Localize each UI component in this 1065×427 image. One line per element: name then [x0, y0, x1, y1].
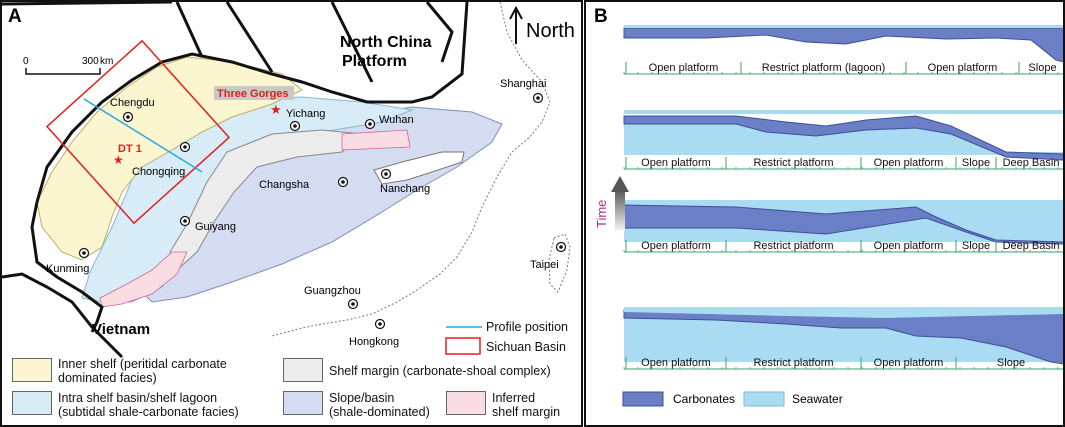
dt1-label: DT 1	[118, 143, 142, 155]
north-china-label-2: Platform	[342, 53, 407, 70]
zone-label: Open platform	[874, 157, 944, 169]
panel-a-label: A	[8, 6, 22, 27]
north-label: North	[526, 20, 575, 42]
zone-label: Restrict platform	[753, 157, 833, 169]
profile-4	[623, 307, 1063, 365]
zone-label: Open platform	[641, 240, 711, 252]
poyang-lake	[373, 151, 465, 185]
zone-labels: Open platform Restrict platform (lagoon) O…	[623, 62, 1063, 370]
legend-carbonates-swatch	[622, 391, 664, 407]
city-taipei: Taipei	[530, 241, 567, 271]
panel-b-label: B	[594, 6, 608, 27]
zone-label: Restrict platform (lagoon)	[762, 62, 886, 74]
scale-zero: 0	[23, 56, 29, 67]
western-boundary	[30, 201, 104, 333]
svg-text:Guangzhou: Guangzhou	[304, 285, 361, 297]
zone-label: Restrict platform	[753, 240, 833, 252]
svg-text:Guiyang: Guiyang	[195, 221, 236, 233]
profile-3	[623, 200, 1063, 245]
profile-2	[623, 110, 1063, 161]
svg-text:Wuhan: Wuhan	[379, 114, 414, 126]
city-chongqing: Chongqing	[132, 141, 191, 178]
inferred-margin-area-south	[99, 251, 188, 308]
zone-label: Slope	[962, 157, 990, 169]
legend-sichuan-swatch	[445, 337, 481, 355]
legend-seawater-swatch	[743, 391, 785, 407]
scale-unit: km	[100, 56, 113, 67]
legend-intra-shelf-swatch	[12, 391, 52, 415]
time-label: Time	[594, 200, 609, 228]
legend-intra-shelf: Intra shelf basin/shelf lagoon(subtidal …	[58, 391, 239, 419]
city-guangzhou: Guangzhou	[304, 285, 361, 310]
scale-bar	[25, 68, 101, 75]
svg-text:Yichang: Yichang	[286, 108, 325, 120]
svg-text:Nanchang: Nanchang	[380, 183, 430, 195]
svg-text:Taipei: Taipei	[530, 259, 559, 271]
legend-inferred-swatch	[446, 391, 486, 415]
svg-text:Chengdu: Chengdu	[110, 97, 155, 109]
zone-label: Open platform	[641, 357, 711, 369]
three-gorges-badge	[214, 86, 294, 100]
zone-label: Open platform	[874, 240, 944, 252]
zone-label: Slope	[997, 357, 1025, 369]
city-chengdu: Chengdu	[110, 97, 155, 123]
zone-label: Slope	[962, 240, 990, 252]
south-boundary	[2, 272, 124, 359]
legend-seawater: Seawater	[792, 392, 843, 406]
time-arrow-head-icon	[611, 176, 629, 192]
zone-label: Restrict platform	[753, 357, 833, 369]
profile-1	[623, 25, 1063, 63]
profiles-figure: B	[594, 6, 1063, 407]
time-arrow-shaft	[615, 189, 625, 231]
city-shanghai: Shanghai	[500, 78, 547, 104]
zone-label: Deep Basin	[1003, 157, 1060, 169]
zone-label: Open platform	[641, 157, 711, 169]
city-hongkong: Hongkong	[349, 318, 399, 348]
city-wuhan: Wuhan	[364, 114, 414, 130]
svg-text:Shanghai: Shanghai	[500, 78, 547, 90]
zone-label: Slope	[1028, 62, 1056, 74]
facies-map: 0 300 km North A North China Platform Vi…	[2, 2, 575, 359]
inferred-margin-area-north	[341, 129, 411, 151]
city-guiyang: Guiyang	[179, 215, 236, 233]
legend-sichuan: Sichuan Basin	[486, 340, 566, 354]
city-nanchang: Nanchang	[380, 168, 430, 195]
panel-a-map: 0 300 km North A North China Platform Vi…	[0, 0, 583, 427]
scale-dist: 300	[82, 56, 99, 67]
north-block-line	[2, 2, 454, 83]
vietnam-label: Vietnam	[92, 321, 150, 338]
north-china-label-1: North China	[340, 34, 432, 51]
legend-slope-swatch	[283, 391, 323, 415]
zone-label: Open platform	[874, 357, 944, 369]
platform-boundary	[35, 2, 469, 203]
legend-profile: Profile position	[486, 320, 568, 334]
legend-shelf-margin-swatch	[283, 358, 323, 382]
three-gorges-star-icon: ★	[270, 102, 282, 117]
zone-label: Open platform	[928, 62, 998, 74]
svg-text:Chongqing: Chongqing	[132, 166, 185, 178]
sichuan-basin-box	[45, 39, 231, 225]
zone-label: Open platform	[649, 62, 719, 74]
svg-text:Hongkong: Hongkong	[349, 336, 399, 348]
legend-carbonates: Carbonates	[673, 392, 735, 406]
zone-label: Deep Basin	[1003, 240, 1060, 252]
north-arrow-icon	[509, 5, 523, 44]
legend-inner-shelf-swatch	[12, 358, 52, 382]
three-gorges-label: Three Gorges	[217, 88, 289, 100]
svg-text:Kunming: Kunming	[46, 263, 89, 275]
city-changsha: Changsha	[259, 176, 349, 191]
svg-text:Changsha: Changsha	[259, 179, 310, 191]
dt1-star-icon: ★	[113, 153, 124, 167]
city-kunming: Kunming	[46, 247, 89, 275]
profile-line	[83, 98, 203, 173]
legend-shelf-margin: Shelf margin (carbonate-shoal complex)	[329, 364, 551, 378]
legend-slope: Slope/basin(shale-dominated)	[329, 391, 430, 419]
city-yichang: Yichang	[286, 108, 325, 132]
panel-b-profiles: B	[584, 0, 1065, 427]
